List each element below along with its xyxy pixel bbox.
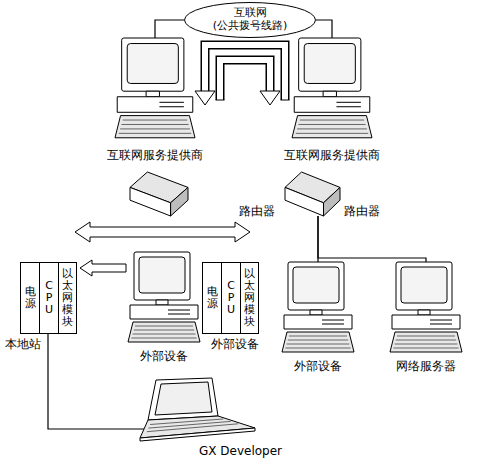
power-module: 电源 — [20, 262, 40, 334]
ethernet-module: 以太网模块 — [240, 262, 259, 334]
plc-station: 电源CPU以太网模块本地站 — [20, 262, 77, 334]
network-bus — [75, 222, 250, 242]
network-label: 互联网 (公共拨号线路) — [206, 7, 294, 32]
cpu-module: CPU — [39, 262, 59, 334]
external-computer: 外部设备 — [282, 262, 354, 354]
illustration — [140, 378, 255, 440]
cpu-module: CPU — [221, 262, 241, 334]
device-label: 路由器 — [238, 204, 276, 218]
power-module: 电源 — [202, 262, 222, 334]
exchange-arrows — [195, 45, 290, 105]
device-label: 外部设备 — [210, 337, 260, 351]
link-arrow — [80, 260, 126, 276]
module-label: 以太网模块 — [62, 268, 73, 328]
device-label: 互联网服务提供商 — [283, 148, 381, 162]
illustration — [130, 172, 188, 216]
provider-computer: 互联网服务提供商 — [292, 38, 372, 140]
router: 路由器 — [130, 172, 188, 216]
provider-computer: 互联网服务提供商 — [115, 38, 195, 140]
illustration — [292, 38, 372, 140]
network-cable — [318, 216, 426, 262]
router: 路由器 — [285, 172, 340, 216]
illustration — [282, 262, 354, 354]
network-ellipse: 互联网 (公共拨号线路) — [184, 2, 316, 38]
illustration — [115, 38, 195, 140]
module-label: 电源 — [207, 286, 218, 310]
device-label: GX Developer — [198, 444, 283, 458]
ethernet-module: 以太网模块 — [58, 262, 77, 334]
plc-station: 电源CPU以太网模块外部设备 — [202, 262, 259, 334]
illustration — [390, 262, 462, 354]
device-label: 外部设备 — [293, 359, 343, 373]
module-label: CPU — [44, 280, 55, 316]
device-label: 互联网服务提供商 — [106, 148, 204, 162]
illustration — [285, 172, 340, 216]
laptop: GX Developer — [140, 378, 255, 440]
network-cable — [316, 20, 332, 38]
device-label: 本地站 — [4, 337, 42, 351]
web-server: 网络服务器 — [390, 262, 462, 354]
network-cable — [48, 334, 144, 429]
module-label: 以太网模块 — [244, 268, 255, 328]
module-label: 电源 — [25, 286, 36, 310]
network-cable — [155, 20, 184, 38]
device-label: 外部设备 — [139, 349, 189, 363]
device-label: 网络服务器 — [395, 359, 457, 373]
external-computer: 外部设备 — [128, 252, 200, 344]
device-label: 路由器 — [343, 204, 381, 218]
module-label: CPU — [226, 280, 237, 316]
illustration — [128, 252, 200, 344]
